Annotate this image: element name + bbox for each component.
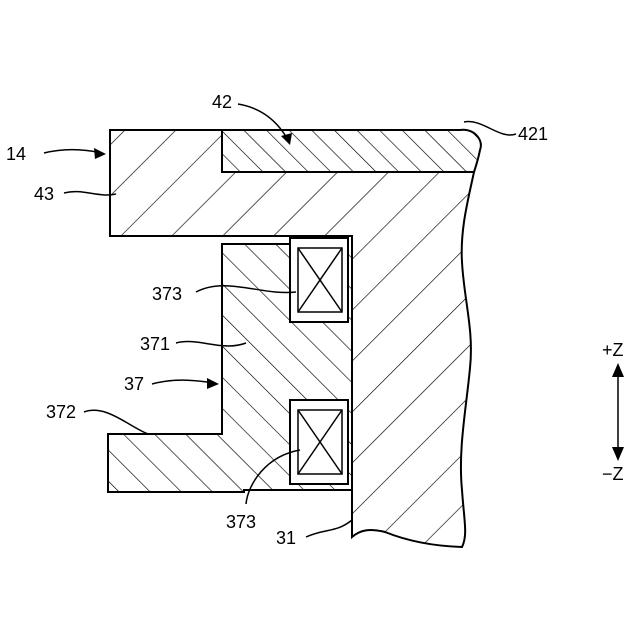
label-42: 42 bbox=[212, 92, 232, 112]
label-plus-z: +Z bbox=[602, 340, 624, 360]
label-43: 43 bbox=[34, 184, 54, 204]
label-31: 31 bbox=[276, 528, 296, 548]
label-371: 371 bbox=[140, 334, 170, 354]
label-14: 14 bbox=[6, 144, 26, 164]
label-372: 372 bbox=[46, 402, 76, 422]
label-373-lower: 373 bbox=[226, 512, 256, 532]
part-373-lower bbox=[290, 400, 348, 484]
label-373-upper: 373 bbox=[152, 284, 182, 304]
z-axis-arrow bbox=[612, 363, 624, 461]
label-421: 421 bbox=[518, 124, 548, 144]
part-373-upper bbox=[290, 238, 348, 322]
label-minus-z: −Z bbox=[602, 464, 624, 484]
plate-part-42 bbox=[222, 130, 481, 172]
label-37: 37 bbox=[124, 374, 144, 394]
